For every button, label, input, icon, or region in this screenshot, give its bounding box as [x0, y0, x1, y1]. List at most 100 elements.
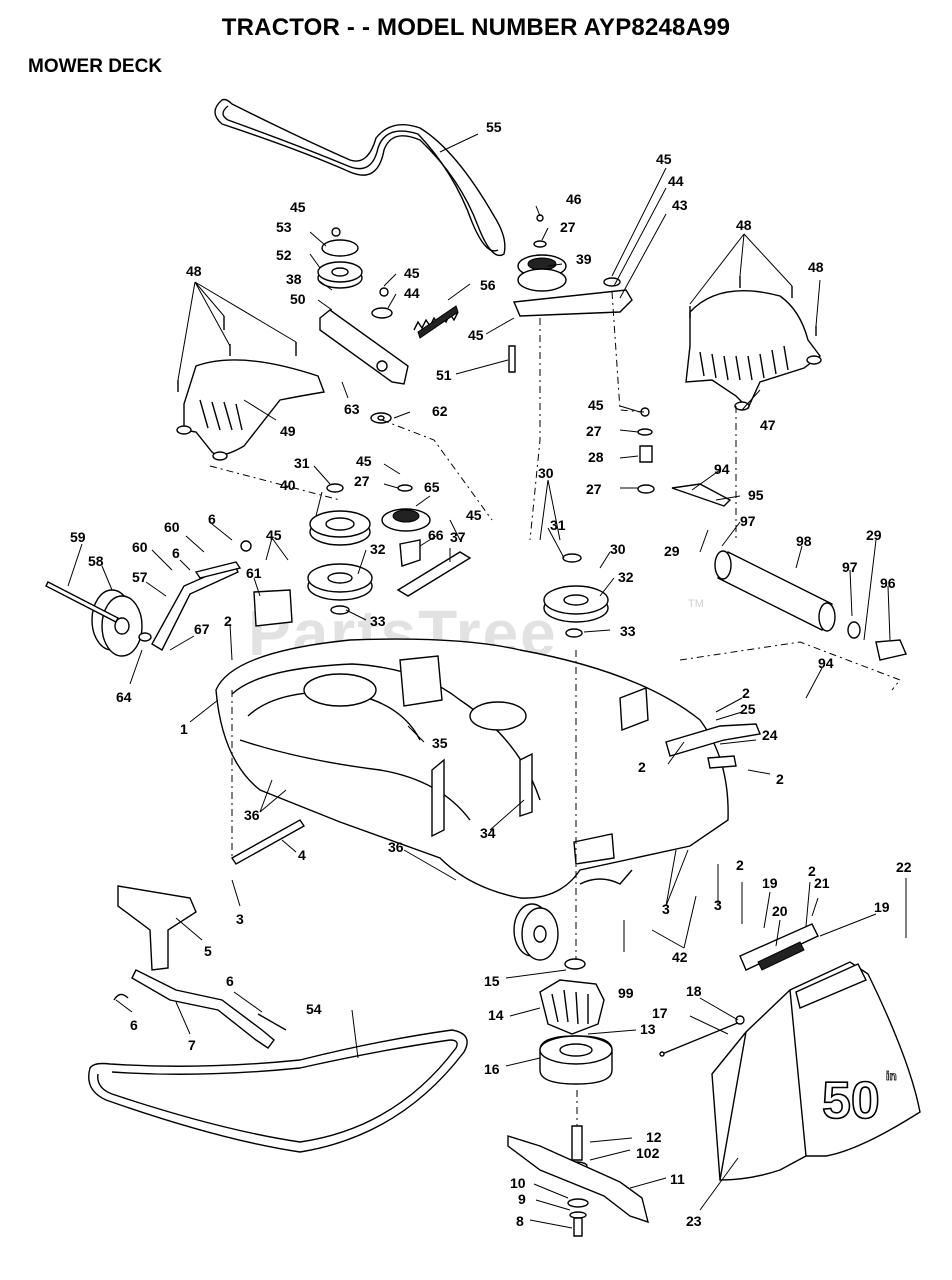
- blade-bolt-8: [573, 1217, 583, 1237]
- callout: 13: [640, 1021, 656, 1037]
- idler-arm-43: [512, 289, 633, 317]
- idler-arm-50: [319, 309, 409, 385]
- section-title: MOWER DECK: [28, 56, 163, 77]
- spacer-28: [639, 445, 653, 463]
- rod-17: [661, 1021, 741, 1055]
- callout: 48: [808, 259, 824, 275]
- callout: 34: [480, 825, 496, 841]
- callout: 25: [740, 701, 756, 717]
- callout: 30: [610, 541, 626, 557]
- callout: 43: [672, 197, 688, 213]
- callout: 63: [344, 401, 360, 417]
- deck-belt-54: [88, 1029, 468, 1153]
- callout: 28: [588, 449, 604, 465]
- mower-deck-housing-1: [215, 638, 729, 899]
- callout: 48: [736, 217, 752, 233]
- callout: 37: [450, 529, 466, 545]
- callout: 14: [488, 1007, 504, 1023]
- page-title: TRACTOR - - MODEL NUMBER AYP8248A99: [221, 14, 731, 41]
- spindle-shaft-13: [571, 1125, 583, 1161]
- callout: 6: [172, 545, 180, 561]
- callout: 61: [246, 565, 262, 581]
- callout: 48: [186, 263, 202, 279]
- callout: 19: [762, 875, 778, 891]
- callout: 94: [818, 655, 834, 671]
- bracket-37: [396, 551, 472, 597]
- callout: 6: [130, 1017, 138, 1033]
- watermark-trademark: TM: [688, 598, 704, 610]
- bracket-95: [671, 483, 732, 507]
- callout: 22: [896, 859, 912, 875]
- callout: 45: [656, 151, 672, 167]
- callout: 66: [428, 527, 444, 543]
- callout: 45: [468, 327, 484, 343]
- callout: 31: [294, 455, 310, 471]
- callout: 2: [638, 759, 646, 775]
- callout: 32: [618, 569, 634, 585]
- bracket-61: [253, 589, 293, 627]
- deck-size-unit: in: [886, 1069, 897, 1083]
- callout: 2: [742, 685, 750, 701]
- callout: 19: [874, 899, 890, 915]
- callout: 35: [432, 735, 448, 751]
- callout: 17: [652, 1005, 668, 1021]
- bolt-59: [45, 581, 119, 623]
- spindle-housing-14: [539, 979, 605, 1035]
- callout: 45: [266, 527, 282, 543]
- bracket-96: [875, 639, 907, 661]
- callout: 1: [180, 721, 188, 737]
- hinge-rod-20: [757, 941, 805, 971]
- callout: 24: [762, 727, 778, 743]
- callout: 27: [586, 481, 602, 497]
- callout: 2: [736, 857, 744, 873]
- callout: 59: [70, 529, 86, 545]
- callout: 62: [432, 403, 448, 419]
- callout: 9: [518, 1191, 526, 1207]
- callout: 36: [388, 839, 404, 855]
- callout: 21: [814, 875, 830, 891]
- bearing-15: [564, 958, 586, 970]
- callout: 3: [714, 897, 722, 913]
- callout: 10: [510, 1175, 526, 1191]
- callout: 18: [686, 983, 702, 999]
- callout: 32: [370, 541, 386, 557]
- callout: 45: [356, 453, 372, 469]
- callout: 94: [714, 461, 730, 477]
- blade-11: [507, 1135, 649, 1224]
- callout: 4: [298, 847, 306, 863]
- callout: 23: [686, 1213, 702, 1229]
- callout: 55: [486, 119, 502, 135]
- callout: 53: [276, 219, 292, 235]
- bolt-51: [508, 345, 516, 373]
- callout: 3: [236, 911, 244, 927]
- callout: 58: [88, 553, 104, 569]
- callout: 97: [842, 559, 858, 575]
- callout: 31: [550, 517, 566, 533]
- callout: 8: [516, 1213, 524, 1229]
- callout: 40: [280, 477, 296, 493]
- callout: 44: [668, 173, 684, 189]
- callout: 95: [748, 487, 764, 503]
- callout: 98: [796, 533, 812, 549]
- callout: 51: [436, 367, 452, 383]
- baffle-24: [665, 723, 761, 757]
- pulley-cover-53: [321, 239, 359, 257]
- belt-cover-49: [183, 359, 325, 456]
- deck-size-label: 50: [822, 1072, 880, 1130]
- callout: 33: [370, 613, 386, 629]
- callout: 64: [116, 689, 132, 705]
- callout: 29: [866, 527, 882, 543]
- callout: 12: [646, 1129, 662, 1145]
- callout: 16: [484, 1061, 500, 1077]
- callout: 49: [280, 423, 296, 439]
- callout: 46: [566, 191, 582, 207]
- bracket-5: [117, 885, 197, 971]
- callout: 30: [538, 465, 554, 481]
- callout: 42: [672, 949, 688, 965]
- callout: 56: [480, 277, 496, 293]
- wheel-bracket-57: [151, 563, 239, 651]
- callout: 47: [760, 417, 776, 433]
- drive-belt-55: [214, 98, 506, 257]
- belt-cover-47: [685, 290, 821, 410]
